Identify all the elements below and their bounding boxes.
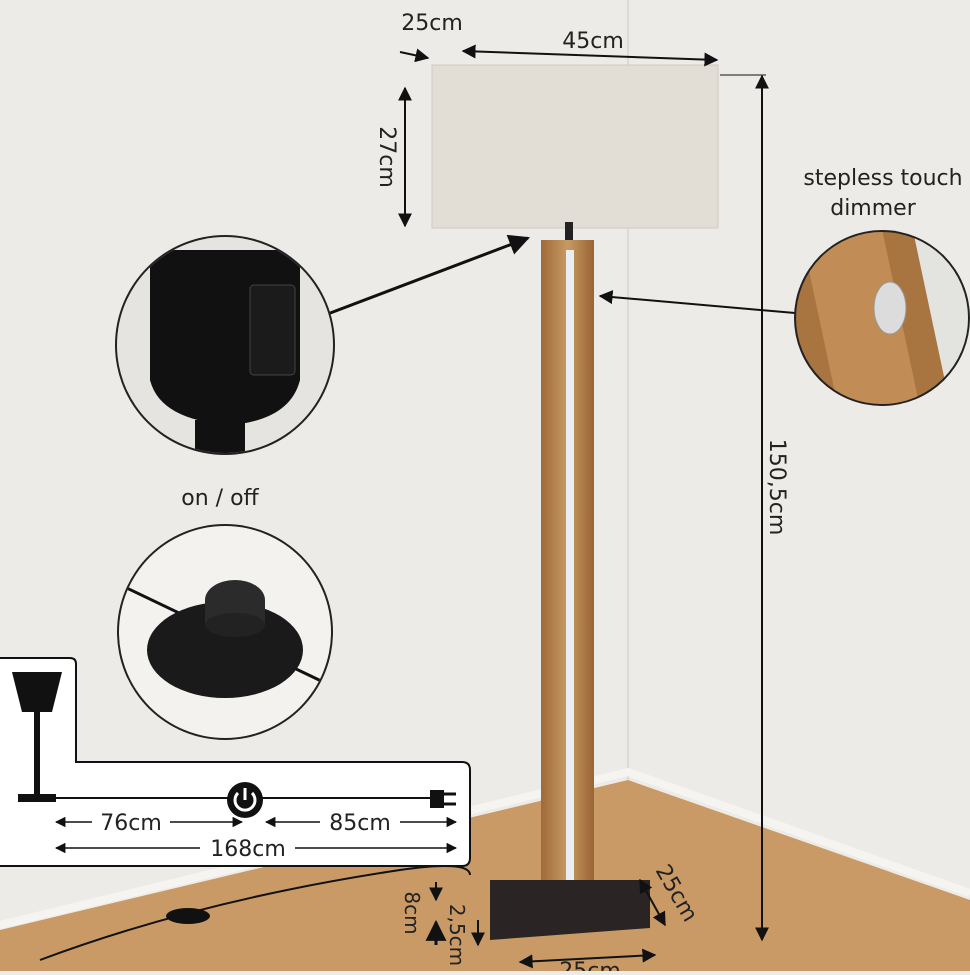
plug-icon bbox=[430, 790, 444, 808]
dimmer-closeup bbox=[794, 230, 970, 406]
dimmer-label-line1: stepless touch bbox=[803, 166, 962, 191]
shade-height-label: 27cm bbox=[374, 126, 399, 188]
dimmer-pointer bbox=[598, 290, 796, 314]
switch-pointer bbox=[324, 234, 530, 317]
floor-switch bbox=[166, 908, 210, 924]
shade-width-label: 45cm bbox=[562, 29, 624, 54]
floor bbox=[0, 780, 970, 971]
dimmer-label-line2: dimmer bbox=[830, 196, 916, 221]
rocker-switch-icon bbox=[249, 284, 296, 376]
switch-to-plug-label: 85cm bbox=[329, 811, 391, 836]
lamp-icon bbox=[12, 672, 62, 712]
lamp-base bbox=[490, 880, 650, 940]
foot-switch-closeup bbox=[117, 524, 333, 740]
shade-depth-label: 25cm bbox=[401, 11, 463, 36]
touch-dimmer-icon bbox=[873, 281, 907, 335]
shade-depth-line bbox=[399, 48, 430, 63]
shade-width-line bbox=[461, 44, 719, 67]
base-depth-line bbox=[639, 878, 666, 927]
lamp-shade bbox=[431, 64, 719, 229]
base-height-label: 8cm bbox=[400, 891, 424, 934]
base-width-label: 25cm bbox=[559, 959, 621, 971]
led-strip bbox=[566, 250, 574, 910]
baseboard bbox=[0, 767, 970, 929]
cable-total-label: 168cm bbox=[210, 837, 286, 862]
cable-length-diagram bbox=[0, 657, 471, 867]
base-width-line bbox=[518, 948, 657, 969]
switch-label: on / off bbox=[181, 486, 259, 511]
lamp-socket bbox=[565, 222, 573, 240]
switch-closeup bbox=[115, 235, 335, 455]
total-height-label: 150,5cm bbox=[764, 439, 789, 536]
lamp-to-switch-label: 76cm bbox=[100, 811, 162, 836]
base-plate-label: 2,5cm bbox=[445, 904, 469, 966]
